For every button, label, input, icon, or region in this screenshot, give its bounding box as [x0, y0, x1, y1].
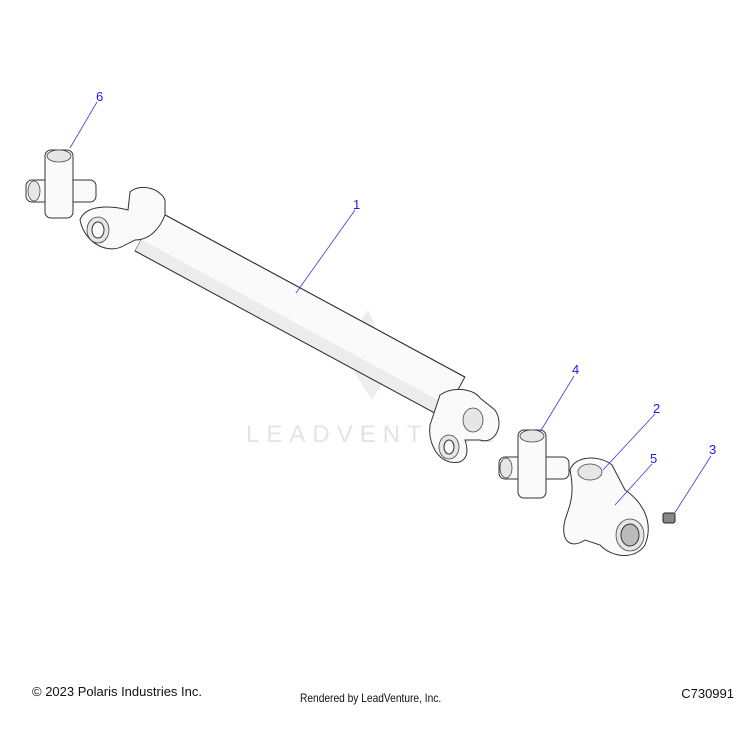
- callout-3[interactable]: 3: [709, 442, 716, 457]
- rendered-by-text: Rendered by LeadVenture, Inc.: [300, 691, 442, 705]
- diagram-code: C730991: [681, 686, 734, 701]
- callout-6[interactable]: 6: [96, 89, 103, 104]
- drive-shaft[interactable]: [79, 186, 500, 464]
- copyright-text: © 2023 Polaris Industries Inc.: [32, 684, 202, 699]
- u-joint-4[interactable]: [498, 429, 570, 499]
- grease-fitting[interactable]: [662, 512, 676, 524]
- slip-yoke[interactable]: [563, 457, 649, 556]
- callout-4[interactable]: 4: [572, 362, 579, 377]
- callout-5[interactable]: 5: [650, 451, 657, 466]
- leader-lines: [69, 101, 712, 515]
- callout-1[interactable]: 1: [353, 197, 360, 212]
- callout-2[interactable]: 2: [653, 401, 660, 416]
- u-joint-6[interactable]: [25, 149, 97, 219]
